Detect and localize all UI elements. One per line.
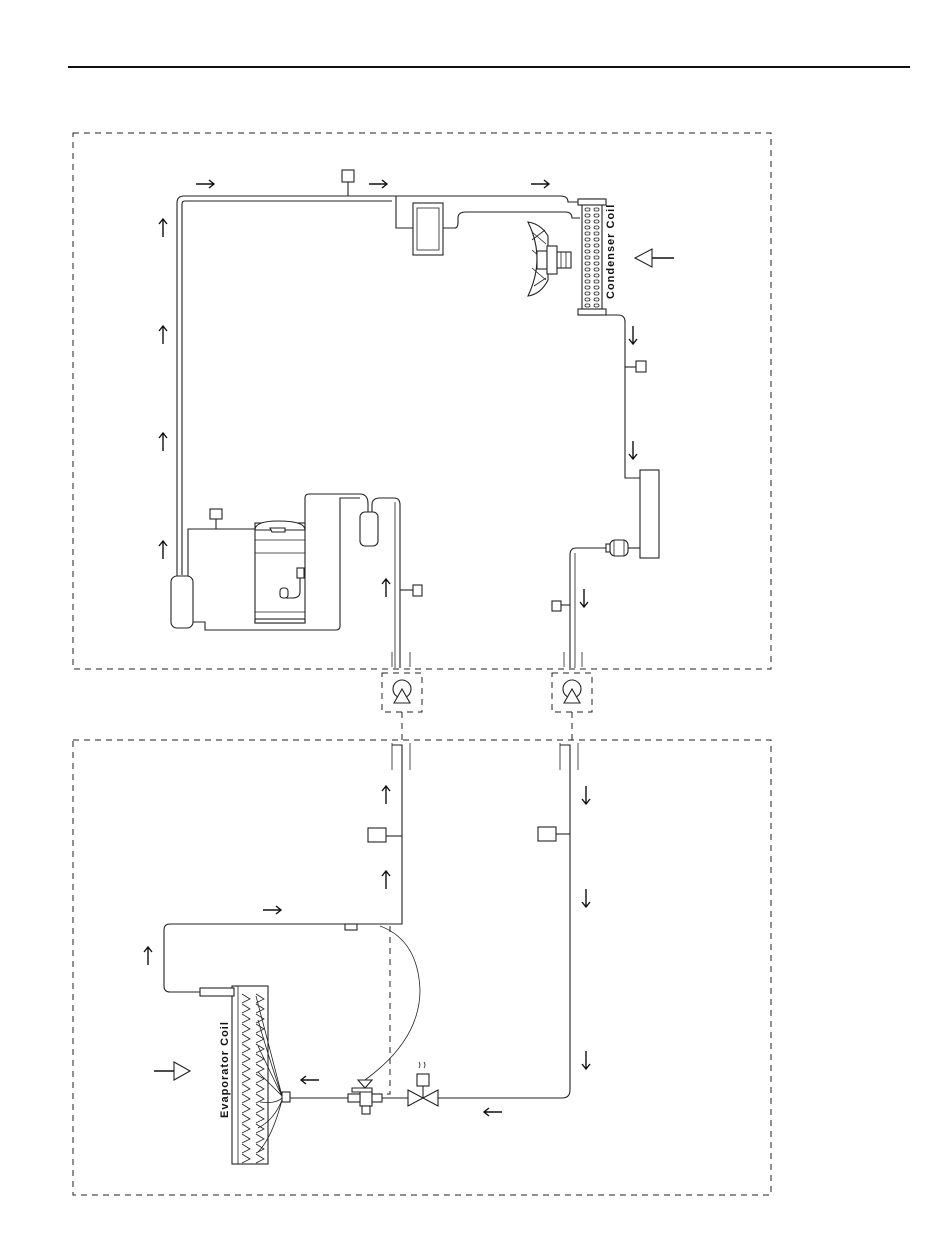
solenoid-valve-icon bbox=[408, 1062, 438, 1106]
indoor-liquid-stub bbox=[560, 743, 578, 770]
flow-arrow-up bbox=[159, 219, 167, 237]
flow-arrow-right bbox=[369, 180, 387, 188]
indoor-liquid-line bbox=[438, 770, 570, 1098]
flow-arrow-down bbox=[582, 786, 590, 804]
flow-arrow-up bbox=[382, 871, 390, 889]
suction-service-valve bbox=[382, 652, 422, 740]
oil-separator bbox=[171, 576, 193, 628]
liquid-pressure-switch bbox=[636, 361, 646, 372]
condenser-coil-label: Condenser Coil bbox=[605, 204, 617, 299]
compressor-icon bbox=[255, 521, 305, 623]
evaporator-coil bbox=[200, 986, 282, 1164]
liquid-service-port bbox=[552, 601, 561, 611]
indoor-liquid-sensor bbox=[538, 827, 556, 841]
condenser-coil bbox=[578, 199, 606, 315]
expansion-valve-icon bbox=[348, 1080, 382, 1114]
muffler-inlet bbox=[396, 196, 413, 228]
indoor-unit-boundary bbox=[73, 740, 771, 1195]
evaporator-coil-label: Evaporator Coil bbox=[219, 1021, 231, 1118]
discharge-pressure-switch bbox=[342, 170, 354, 182]
liquid-service-valve bbox=[552, 652, 592, 740]
suction-accumulator bbox=[360, 512, 378, 546]
capillary-tube bbox=[365, 926, 420, 1080]
flow-arrow-up bbox=[382, 579, 390, 597]
flow-arrow-down bbox=[582, 1051, 590, 1069]
flow-arrow-left bbox=[484, 1108, 502, 1116]
flow-arrow-down bbox=[629, 441, 637, 459]
flow-arrow-up bbox=[159, 433, 167, 451]
indoor-suction-sensor bbox=[368, 828, 386, 842]
liquid-line-to-valve bbox=[570, 548, 606, 668]
flow-arrow-down bbox=[580, 589, 588, 607]
filter-drier bbox=[606, 540, 628, 556]
compressor-discharge-pipe bbox=[188, 529, 255, 576]
liquid-receiver bbox=[640, 470, 659, 558]
condenser-fan-icon bbox=[528, 222, 571, 296]
muffler-outlet bbox=[443, 212, 580, 228]
flow-arrow-down bbox=[629, 326, 637, 344]
flow-arrow-up bbox=[382, 786, 390, 804]
flow-arrow-right bbox=[196, 180, 214, 188]
indoor-liquid-stub-top bbox=[560, 745, 570, 770]
flow-arrow-up bbox=[159, 326, 167, 344]
indoor-suction-stub-top bbox=[392, 745, 402, 770]
compressor-suction-inlet bbox=[305, 494, 360, 530]
discharge-muffler bbox=[413, 203, 443, 255]
external-equalizer-line bbox=[382, 926, 390, 1094]
flow-arrow-left bbox=[301, 1076, 319, 1084]
flow-arrow-right bbox=[531, 180, 549, 188]
indoor-suction-stub bbox=[392, 743, 410, 770]
high-pressure-switch bbox=[210, 509, 222, 519]
indoor-airflow-arrow bbox=[154, 1062, 190, 1080]
indoor-suction-line bbox=[164, 770, 402, 992]
liquid-line-condenser-out bbox=[600, 315, 640, 478]
flow-arrow-up bbox=[159, 541, 167, 559]
suction-pressure-switch bbox=[413, 585, 422, 596]
expansion-valve-bulb bbox=[345, 924, 357, 930]
outdoor-airflow-arrow bbox=[635, 249, 674, 267]
flow-arrow-up bbox=[144, 947, 152, 965]
flow-arrow-down bbox=[582, 889, 590, 907]
accumulator-top-a bbox=[360, 494, 368, 512]
distributor-nozzle bbox=[282, 1092, 290, 1102]
flow-arrow-right bbox=[263, 906, 281, 914]
